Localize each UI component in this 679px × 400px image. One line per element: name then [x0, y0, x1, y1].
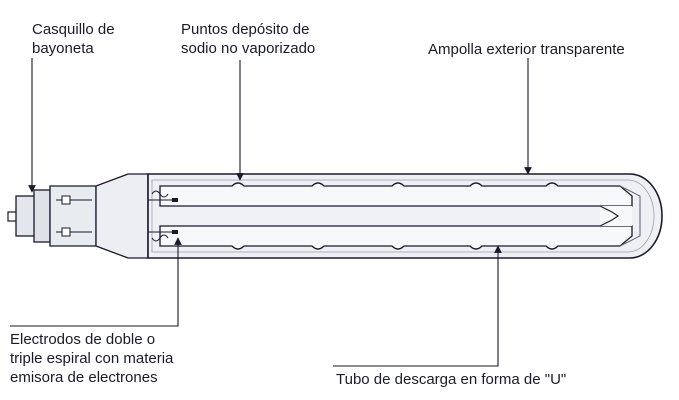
label-sodium-points: Puntos depósito de sodio no vaporizado — [181, 21, 316, 57]
electrode-upper — [148, 190, 178, 202]
label-outer-bulb: Ampolla exterior transparente — [428, 41, 625, 58]
bayonet-cap — [15, 185, 97, 247]
label-electrodes: Electrodos de doble o triple espiral con… — [10, 331, 174, 386]
support-frame — [619, 185, 641, 247]
cap-neck — [95, 173, 149, 259]
electrode-lower — [148, 230, 178, 242]
discharge-tube-lower — [159, 225, 633, 250]
leader-discharge-tube — [333, 245, 502, 367]
label-bayonet-cap: Casquillo de bayoneta — [32, 21, 115, 57]
outer-bulb-inner-edge — [151, 179, 655, 253]
discharge-tube-tip — [599, 205, 619, 227]
label-discharge-tube: Tubo de descarga en forma de "U" — [336, 371, 567, 388]
leader-electrodes — [10, 237, 182, 327]
discharge-tube-upper — [159, 182, 633, 207]
discharge-tube-bend — [600, 206, 632, 226]
